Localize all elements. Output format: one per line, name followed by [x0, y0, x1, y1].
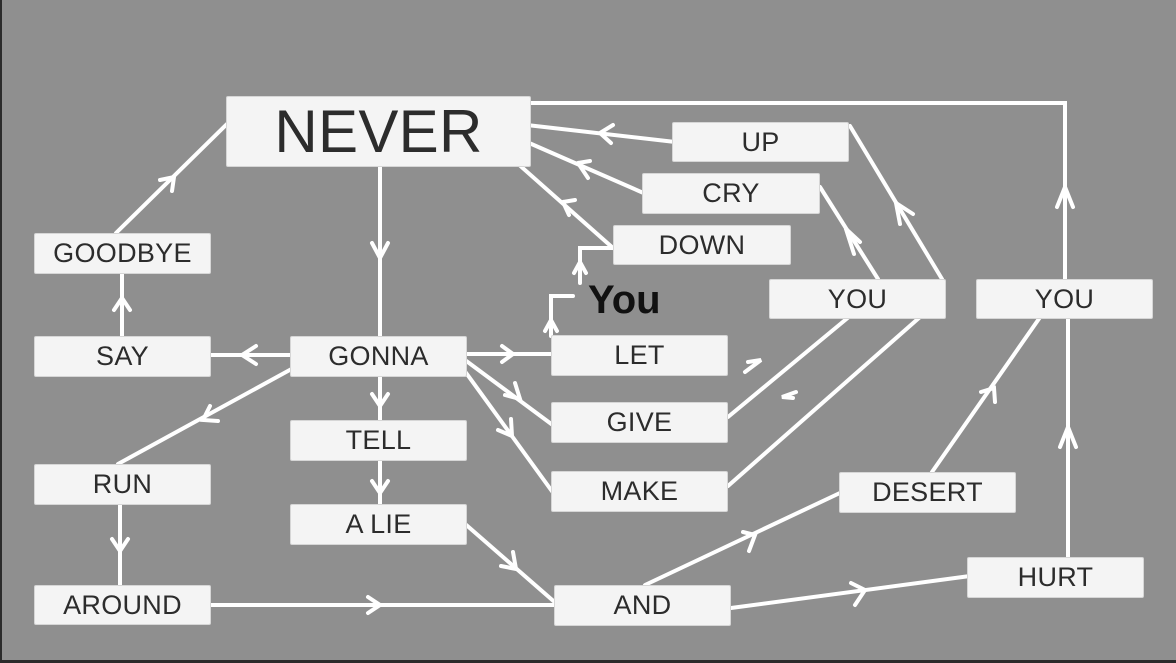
arrowhead-icon [370, 479, 390, 497]
node-label: YOU [827, 283, 888, 314]
arrowhead-icon [370, 241, 390, 263]
arrowhead-icon [112, 294, 132, 312]
arrowhead-icon [199, 404, 220, 423]
arrowhead-icon [1058, 421, 1078, 449]
node-around[interactable]: AROUND [34, 585, 211, 625]
node-label: RUN [92, 469, 153, 499]
arrowhead-icon [370, 392, 390, 410]
arrowhead-icon [1055, 181, 1075, 209]
edge-gonna-make [462, 368, 556, 496]
edge-and-desert [643, 490, 844, 587]
node-label: TELL [345, 425, 412, 455]
node-and[interactable]: AND [554, 585, 731, 626]
arrowhead-icon [576, 159, 592, 180]
arrowhead-icon [598, 123, 615, 145]
edge-you-down [578, 246, 615, 285]
node-never[interactable]: NEVER [226, 96, 531, 167]
node-you-right[interactable]: YOU [976, 279, 1153, 319]
node-label: GOODBYE [53, 238, 192, 268]
node-up[interactable]: UP [672, 122, 849, 162]
edge-desert-youright [930, 311, 1045, 474]
node-label: GIVE [606, 407, 673, 437]
arrowhead-icon [500, 344, 517, 364]
arrowhead-icon [894, 201, 915, 226]
node-say[interactable]: SAY [34, 336, 211, 377]
node-give[interactable]: GIVE [551, 402, 728, 443]
arrowhead-icon [741, 530, 758, 553]
arrowhead-icon [743, 358, 763, 374]
edge-down-never [506, 153, 615, 250]
node-label: DOWN [658, 229, 746, 260]
arrowhead-icon [366, 595, 384, 615]
edge-give-youmid [726, 314, 852, 419]
node-label: DESERT [872, 477, 983, 507]
edge-and-hurt [729, 574, 972, 610]
edge-make-youmid [726, 308, 930, 488]
node-you-mid[interactable]: YOU [769, 279, 946, 319]
node-a-lie[interactable]: A LIE [290, 504, 467, 545]
arrowhead-icon [499, 550, 519, 572]
node-label: UP [741, 126, 780, 157]
edge-alie-and [462, 521, 560, 607]
node-down[interactable]: DOWN [613, 225, 791, 265]
edge-youright-never [529, 101, 1067, 281]
arrowhead-icon [781, 390, 798, 400]
arrowhead-icon [503, 381, 523, 402]
node-label: CRY [702, 178, 760, 208]
arrowhead-icon [238, 344, 258, 366]
node-label: YOU [1034, 283, 1095, 314]
edge-cry-never [518, 137, 657, 200]
arrowhead-icon [496, 417, 515, 440]
arrowhead-icon [979, 385, 997, 404]
node-label: NEVER [274, 98, 483, 165]
node-tell[interactable]: TELL [290, 420, 467, 461]
node-label: LET [614, 340, 665, 370]
node-label: AROUND [63, 589, 182, 620]
node-goodbye[interactable]: GOODBYE [34, 233, 211, 274]
node-run[interactable]: RUN [34, 464, 211, 505]
node-gonna[interactable]: GONNA [290, 336, 467, 377]
node-label: GONNA [328, 341, 429, 371]
node-let[interactable]: LET [551, 335, 728, 376]
node-label: SAY [96, 341, 149, 371]
floating-label-you: You [588, 278, 661, 322]
arrowhead-icon [844, 227, 862, 256]
node-label: MAKE [600, 476, 679, 506]
arrowhead-icon [110, 537, 130, 555]
node-desert[interactable]: DESERT [839, 472, 1016, 513]
node-make[interactable]: MAKE [551, 471, 728, 512]
node-label: HURT [1017, 562, 1094, 592]
arrowhead-icon [543, 315, 559, 333]
arrowhead-icon [561, 198, 577, 217]
arrowhead-icon [572, 257, 588, 275]
node-label: A LIE [345, 509, 412, 539]
node-label: AND [613, 590, 672, 620]
edge-gonna-give [463, 358, 556, 428]
arrowhead-icon [849, 581, 868, 607]
node-hurt[interactable]: HURT [967, 557, 1144, 598]
arrowhead-icon [158, 174, 177, 193]
node-cry[interactable]: CRY [642, 173, 820, 214]
